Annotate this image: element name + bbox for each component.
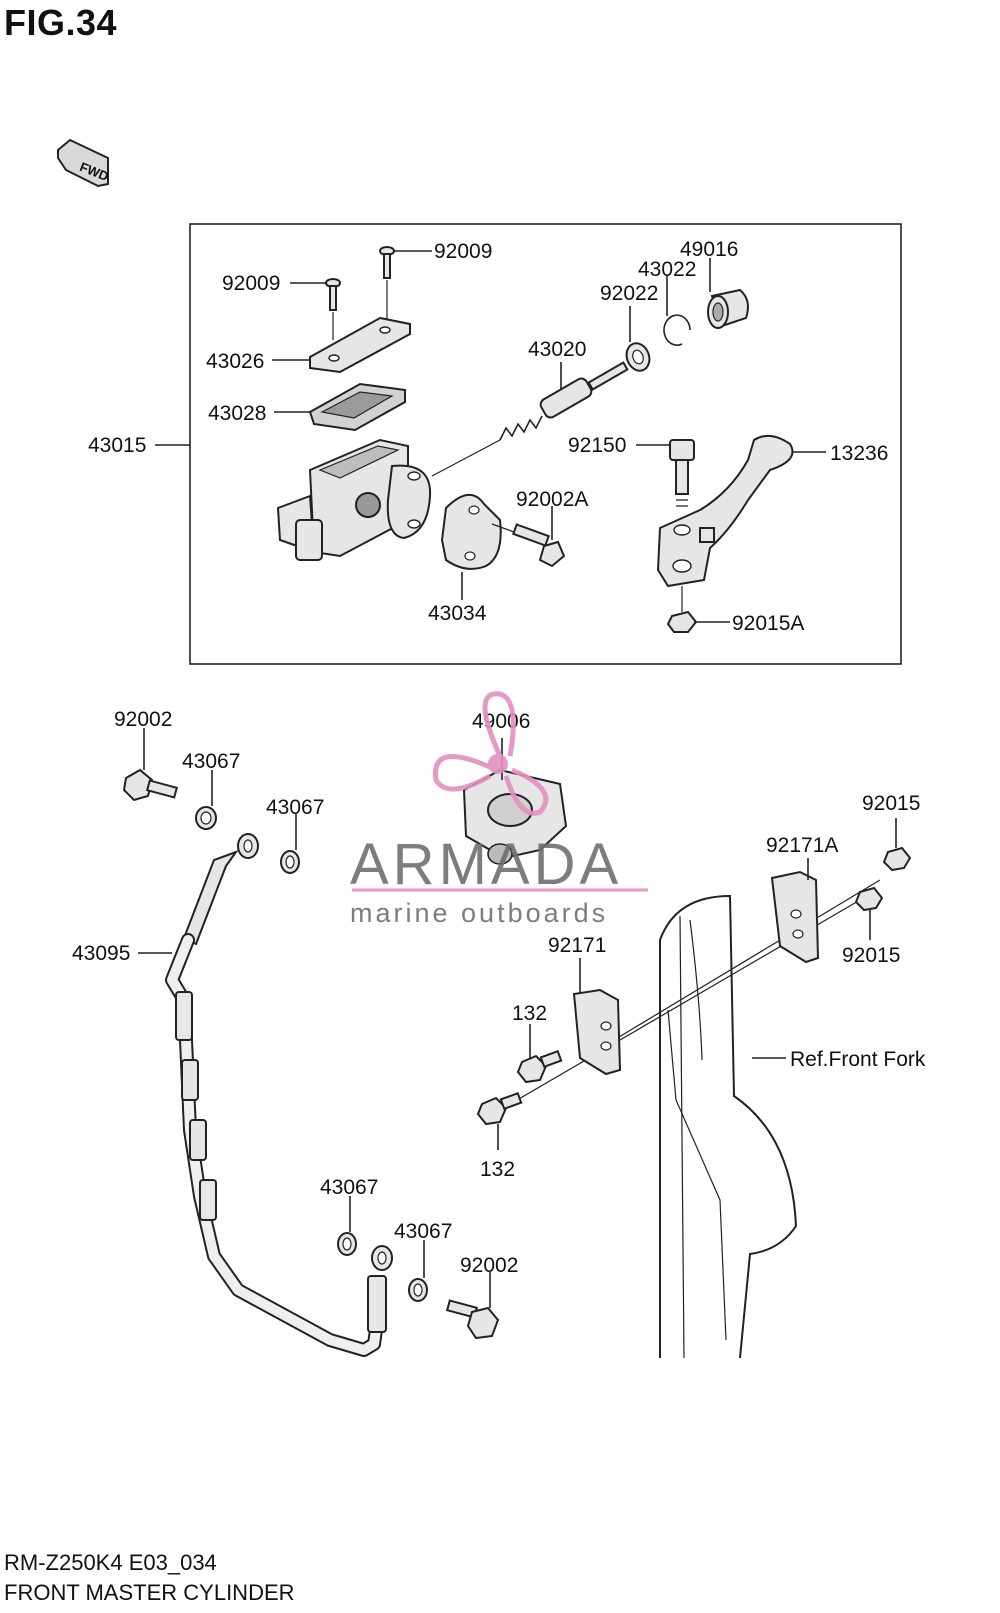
label-43067-b: 43067 (266, 796, 324, 819)
label-43095: 43095 (72, 942, 130, 965)
label-92015-lower: 92015 (842, 944, 900, 967)
label-132-lower: 132 (480, 1158, 515, 1181)
armada-watermark-logo: ARMADA marine outboards (350, 691, 648, 928)
label-92009-right: 92009 (434, 240, 492, 263)
assembly-box (189, 223, 902, 665)
banjo-bolt-92002-lower (445, 1299, 500, 1340)
bolt-92002A (512, 523, 566, 568)
banjo-bolt-92002-upper (122, 768, 179, 802)
fwd-arrow-icon: FWD (57, 138, 111, 188)
label-132-upper: 132 (512, 1002, 547, 1025)
label-43067-a: 43067 (182, 750, 240, 773)
hose-guide-49006 (462, 768, 568, 865)
label-43034: 43034 (428, 602, 487, 625)
label-92009-left: 92009 (222, 272, 280, 295)
screw-92009-right (379, 246, 395, 279)
watermark-tagline: marine outboards (350, 898, 608, 928)
label-92171: 92171 (548, 934, 606, 957)
label-92022: 92022 (600, 282, 658, 305)
piston-assembly-43020 (499, 361, 629, 441)
label-43028: 43028 (208, 402, 266, 425)
front-fork-reference (659, 894, 798, 1359)
label-43026: 43026 (206, 350, 264, 373)
master-cylinder-body (276, 438, 432, 561)
label-43020: 43020 (528, 338, 586, 361)
label-13236: 13236 (830, 442, 888, 465)
label-92002-lower: 92002 (460, 1254, 518, 1277)
pivot-bolt-92150 (669, 439, 695, 507)
label-43067-d: 43067 (394, 1220, 452, 1243)
nut-92015A (666, 610, 698, 633)
screw-92009-left (325, 278, 341, 311)
label-43067-c: 43067 (320, 1176, 378, 1199)
label-92015-upper: 92015 (862, 792, 920, 815)
bracket-92171A (770, 870, 820, 964)
label-92002-upper: 92002 (114, 708, 172, 731)
label-43022: 43022 (638, 258, 696, 281)
figure-name: FRONT MASTER CYLINDER (4, 1580, 295, 1605)
label-49016: 49016 (680, 238, 738, 261)
label-92002A: 92002A (516, 488, 588, 511)
figure-title: FIG.34 (4, 2, 118, 43)
figure-code: RM-Z250K4 E03_034 (4, 1550, 217, 1575)
bolt-132-lower (476, 1091, 523, 1126)
circlip-43022 (663, 314, 691, 346)
watermark-brand: ARMADA (350, 832, 622, 897)
label-92150: 92150 (568, 434, 626, 457)
lever-13236 (656, 434, 794, 588)
label-49006: 49006 (472, 710, 530, 733)
clamp-43034 (440, 494, 502, 570)
brake-hose-43095 (165, 833, 393, 1357)
boot-49016 (707, 288, 749, 329)
bracket-92171 (572, 988, 622, 1076)
cap-43026 (309, 316, 411, 374)
nut-92015-upper (882, 846, 912, 872)
label-ref-front-fork: Ref.Front Fork (790, 1048, 926, 1071)
nut-92015-lower (854, 886, 884, 912)
bolt-132-upper (516, 1049, 563, 1084)
label-92171A: 92171A (766, 834, 838, 857)
label-92015A: 92015A (732, 612, 804, 635)
assembly-label: 43015 (88, 434, 146, 457)
